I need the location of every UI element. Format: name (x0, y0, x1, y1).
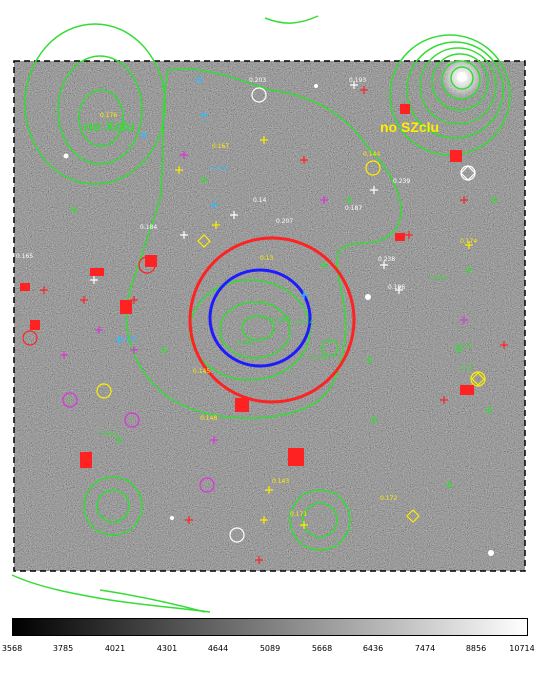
colorbar-tick: 6436 (362, 644, 384, 653)
no-szclu-label: no SZclu (380, 119, 439, 135)
colorbar (12, 618, 528, 638)
colorbar-tick: 5668 (311, 644, 333, 653)
redshift-label: 0.144 (363, 151, 380, 158)
colorbar-tick: 3785 (52, 644, 74, 653)
no-xclu-label: no Xclu (84, 118, 135, 134)
redshift-label: 0.238 (378, 256, 395, 263)
redshift-label: 0.145 (193, 368, 210, 375)
colorbar-gradient (12, 618, 528, 636)
colorbar-tick: 4644 (207, 644, 229, 653)
colorbar-tick: 10714 (509, 644, 535, 653)
catalog-markers (22, 87, 486, 543)
colorbar-tick: 4301 (156, 644, 178, 653)
redshift-label: 0.0968 (270, 317, 291, 324)
redshift-label: 0.165 (16, 253, 33, 260)
redshift-label: 0.174 (460, 238, 477, 245)
redshift-label: 0.13 (260, 255, 274, 262)
redshift-label: 0.187 (345, 205, 362, 212)
catalog-crosses (20, 76, 508, 564)
redshift-label: 0.176 (100, 112, 117, 119)
redshift-label: 0.207 (276, 218, 293, 225)
colorbar-tick: 5089 (259, 644, 281, 653)
redshift-label: 0.203 (249, 77, 266, 84)
redshift-label: 0.112 (310, 355, 327, 362)
colorbar-tick: 3568 (1, 644, 23, 653)
redshift-label: 0.07 (460, 365, 474, 372)
redshift-label: 0.067 (430, 275, 447, 282)
redshift-label: 0.193 (349, 77, 366, 84)
redshift-label: 0.167 (212, 143, 229, 150)
colorbar-tick: 8856 (465, 644, 487, 653)
colorbar-ticks: 3568 3785 4021 4301 4644 5089 5668 6436 … (0, 644, 541, 660)
redshift-label: 0.155 (210, 165, 227, 172)
redshift-label: 0.114 (296, 319, 313, 326)
red-aperture-circle (188, 236, 356, 404)
redshift-label: 0.14 (253, 197, 267, 204)
colorbar-tick: 7474 (414, 644, 436, 653)
redshift-label: 0.148 (200, 415, 217, 422)
redshift-label: 0.171 (290, 511, 307, 518)
redshift-label: 0.084 (236, 340, 253, 347)
redshift-label: 0.079 (455, 343, 472, 350)
redshift-label: 0.172 (380, 495, 397, 502)
colorbar-tick: 4021 (104, 644, 126, 653)
redshift-labels: 0.203 0.193 0.176 0.167 0.144 0.239 0.14… (16, 77, 477, 518)
redshift-label: 0.196 (388, 284, 405, 291)
redshift-label: 0.093 (100, 431, 117, 438)
redshift-label: 0.184 (140, 224, 157, 231)
redshift-label: 0.239 (393, 178, 410, 185)
redshift-label: 0.105 (120, 336, 137, 343)
blue-aperture-ellipse (208, 268, 312, 368)
redshift-label: 0.143 (272, 478, 289, 485)
